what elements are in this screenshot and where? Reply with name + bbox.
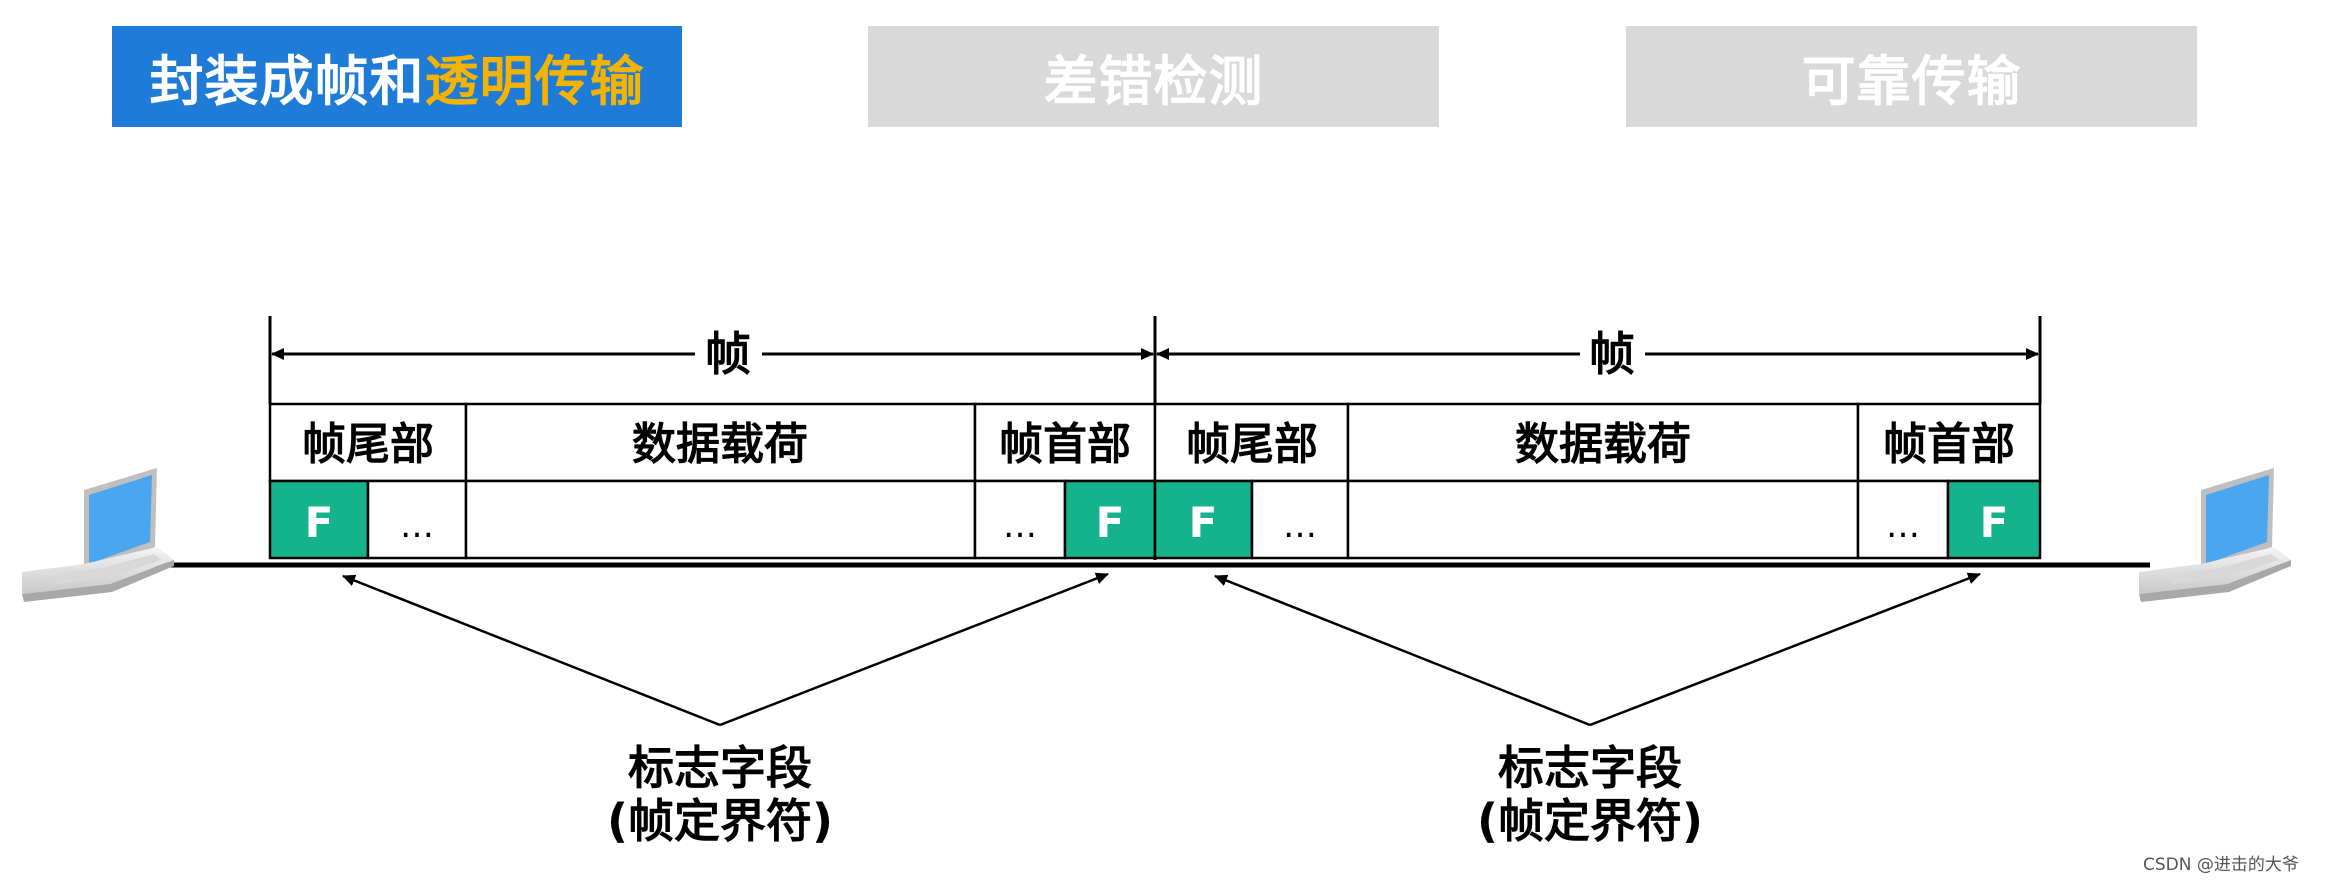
frame-1-tail-label: 帧尾部 xyxy=(302,419,434,470)
tab-framing-highlight: 透明传输 xyxy=(424,50,645,113)
frame-1: 帧 帧尾部 数据载荷 帧首部 F … … F xyxy=(268,316,1157,560)
laptop-icon xyxy=(2139,468,2291,602)
tab-reliable-transmission[interactable]: 可靠传输 xyxy=(1626,26,2197,127)
frame-2: 帧 帧尾部 数据载荷 帧首部 F … … F xyxy=(1153,316,2042,560)
tab-framing-label: 封装成帧和 xyxy=(149,50,425,113)
frame-1-head-ellipsis: … xyxy=(1003,506,1037,546)
annotation-1-pointers xyxy=(342,572,1109,727)
frame-2-payload-cell xyxy=(1346,479,1860,560)
tab-reliable-transmission-label: 可靠传输 xyxy=(1801,50,2022,113)
frame-1-head-flag-letter: F xyxy=(1096,498,1125,547)
frame-1-label: 帧 xyxy=(705,327,751,381)
laptop-icon xyxy=(22,468,174,602)
frame-1-head-label: 帧首部 xyxy=(999,419,1131,470)
frame-2-head-flag-letter: F xyxy=(1980,498,2009,547)
frame-2-tail-label: 帧尾部 xyxy=(1186,419,1318,470)
frame-1-tail-flag-letter: F xyxy=(305,498,334,547)
frame-1-tail-ellipsis: … xyxy=(400,506,434,546)
frame-2-head-flag xyxy=(1946,479,2042,560)
frame-1-tail-flag xyxy=(268,479,370,560)
frame-2-payload-label: 数据载荷 xyxy=(1515,419,1691,470)
tab-error-detection[interactable]: 差错检测 xyxy=(868,26,1439,127)
frame-1-payload-cell xyxy=(464,479,977,560)
frame-2-tail-ellipsis: … xyxy=(1283,506,1317,546)
annotation-1-line1: 标志字段 xyxy=(628,741,812,795)
tab-framing[interactable]: 封装成帧和透明传输 xyxy=(112,26,682,127)
frame-1-payload-label: 数据载荷 xyxy=(632,419,808,470)
annotation-1-line2: (帧定界符) xyxy=(607,794,833,848)
annotation-2-line2: (帧定界符) xyxy=(1477,794,1703,848)
frame-2-tail-flag-letter: F xyxy=(1189,498,1218,547)
watermark: CSDN @进击的大爷 xyxy=(2143,855,2299,875)
frame-2-head-ellipsis: … xyxy=(1886,506,1920,546)
tab-error-detection-label: 差错检测 xyxy=(1043,50,1264,113)
frame-2-tail-flag xyxy=(1153,479,1254,560)
frame-1-head-flag xyxy=(1063,479,1157,560)
annotation-2-line1: 标志字段 xyxy=(1498,741,1682,795)
frame-2-label: 帧 xyxy=(1589,327,1635,381)
frame-2-head-label: 帧首部 xyxy=(1883,419,2015,470)
annotation-2-pointers xyxy=(1214,572,1981,727)
